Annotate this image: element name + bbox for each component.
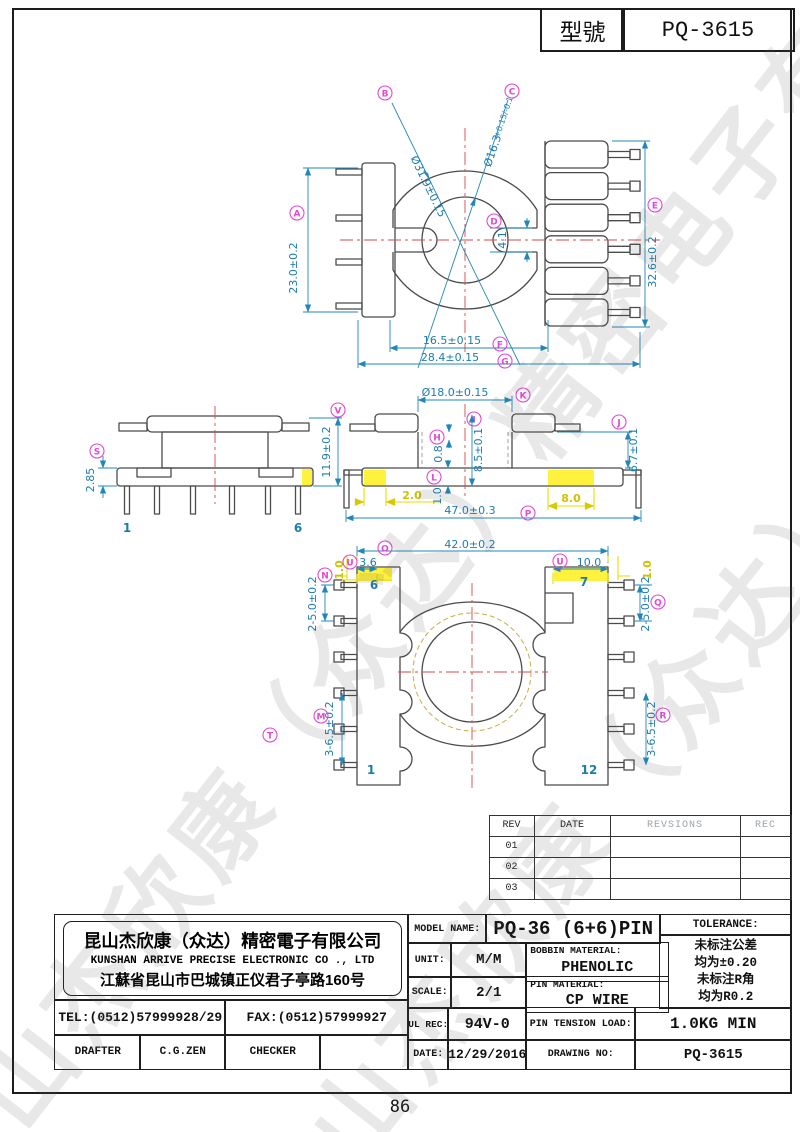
tolerance-line: 均为±0.20 [694, 955, 757, 970]
model-name-value: PQ-36 (6+6)PIN [485, 914, 662, 945]
tolerance-line: 均为R0.2 [698, 989, 754, 1004]
rev-header-rev: REV [488, 814, 535, 837]
company-name-cn: 昆山杰欣康（众达）精密電子有限公司 [83, 930, 382, 951]
tolerance-label: TOLERANCE: [659, 914, 793, 937]
checker-label: CHECKER [224, 1034, 322, 1071]
rev-cell [533, 877, 611, 900]
rev-row-number: 03 [488, 877, 535, 900]
tolerance-line: 未标注R角 [696, 972, 755, 987]
company-box: 昆山杰欣康（众达）精密電子有限公司 KUNSHAN ARRIVE PRECISE… [63, 921, 402, 996]
drafter-value: C.G.ZEN [139, 1034, 227, 1071]
pin-tension-label: PIN TENSION LOAD: [525, 1007, 637, 1042]
rev-cell [533, 856, 611, 879]
rev-header-revisions: REVSIONS [609, 814, 741, 837]
rev-cell [739, 835, 792, 858]
company-cell [54, 914, 410, 1002]
drafter-label: DRAFTER [54, 1034, 142, 1071]
model-label-cell: 型號 [540, 8, 625, 52]
pin-tension-value: 1.0KG MIN [634, 1007, 793, 1042]
rev-cell [609, 856, 741, 879]
tel-cell: TEL:(0512)57999928/29 [54, 999, 227, 1037]
company-address: 江蘇省昆山市巴城镇正仪君子亭路160号 [99, 971, 366, 989]
bobbin-material-label: BOBBIN MATERIAL: [530, 945, 622, 957]
rev-cell [739, 877, 792, 900]
drawing-no-label: DRAWING NO: [525, 1039, 637, 1071]
rev-row-number: 01 [488, 835, 535, 858]
pin-material-label: PIN MATERIAL: [530, 979, 605, 991]
scale-value: 2/1 [450, 976, 528, 1010]
rev-cell [609, 877, 741, 900]
company-name-en: KUNSHAN ARRIVE PRECISE ELECTRONIC CO ., … [90, 954, 375, 967]
date-label: DATE: [407, 1039, 450, 1071]
rev-cell [533, 835, 611, 858]
model-name-label: MODEL NAME: [407, 914, 488, 945]
scale-label: SCALE: [407, 976, 453, 1010]
fax-cell: FAX:(0512)57999927 [224, 999, 410, 1037]
unit-label: UNIT: [407, 942, 453, 979]
ul-rec-label: UL REC: [407, 1007, 450, 1042]
drawing-no-value: PQ-3615 [634, 1039, 793, 1071]
rev-header-rec: REC [739, 814, 792, 837]
ul-rec-value: 94V-0 [447, 1007, 528, 1042]
bobbin-material-value: PHENOLIC [561, 959, 634, 977]
sheet-border [12, 8, 792, 1094]
rev-row-number: 02 [488, 856, 535, 879]
bobbin-material-cell: BOBBIN MATERIAL: PHENOLIC [525, 942, 670, 983]
page-number: 86 [389, 1097, 411, 1117]
model-number: PQ-3615 [661, 17, 755, 43]
rev-cell [609, 835, 741, 858]
model-label: 型號 [559, 20, 606, 45]
tolerance-line: 未标注公差 [694, 938, 757, 953]
pin-material-cell: PIN MATERIAL: CP WIRE [525, 976, 670, 1014]
rev-cell [739, 856, 792, 879]
rev-header-date: DATE [533, 814, 611, 837]
unit-value: M/M [450, 942, 528, 979]
pin-material-value: CP WIRE [565, 991, 629, 1009]
checker-value [319, 1034, 410, 1071]
model-value-cell: PQ-3615 [621, 8, 795, 52]
tolerance-body: 未标注公差 均为±0.20 未标注R角 均为R0.2 [659, 934, 793, 1010]
date-value: 12/29/2016 [447, 1039, 528, 1071]
revision-table: REV DATE REVSIONS REC 01 02 03 [488, 814, 792, 900]
